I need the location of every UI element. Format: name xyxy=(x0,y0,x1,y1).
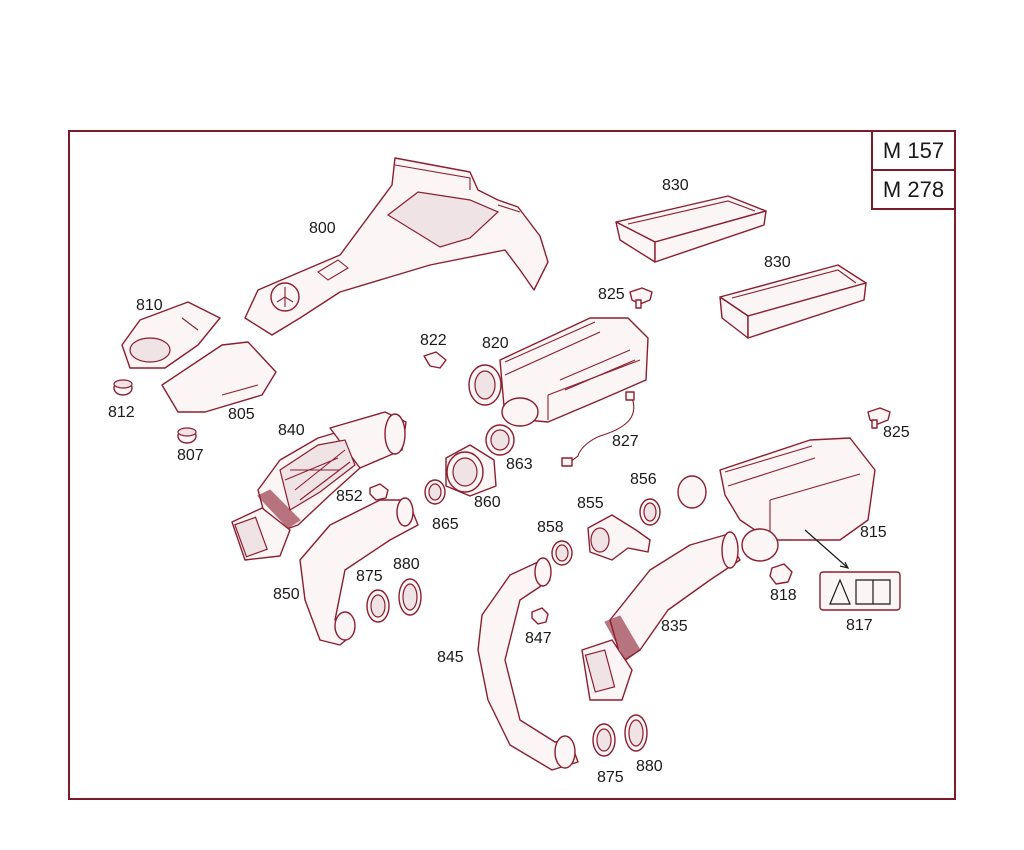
part-label-865[interactable]: 865 xyxy=(432,516,459,533)
ring-880a[interactable] xyxy=(398,578,422,616)
part-label-818[interactable]: 818 xyxy=(770,587,797,604)
sensor-825b[interactable] xyxy=(867,407,891,429)
part-label-855[interactable]: 855 xyxy=(577,495,604,512)
air-filter-830b[interactable] xyxy=(719,264,867,339)
part-label-805[interactable]: 805 xyxy=(228,406,255,423)
diagram-frame xyxy=(68,130,956,800)
clamp-858[interactable] xyxy=(551,540,573,566)
part-label-817[interactable]: 817 xyxy=(846,617,873,634)
ring-875b[interactable] xyxy=(592,723,616,757)
part-label-880a[interactable]: 880 xyxy=(393,556,420,573)
part-810[interactable] xyxy=(121,301,221,369)
part-label-820[interactable]: 820 xyxy=(482,335,509,352)
part-label-822[interactable]: 822 xyxy=(420,332,447,349)
clamp-856[interactable] xyxy=(639,498,661,526)
part-807[interactable] xyxy=(177,427,197,444)
clamp-865[interactable] xyxy=(424,479,446,505)
part-label-800[interactable]: 800 xyxy=(309,220,336,237)
engine-cover-800[interactable] xyxy=(244,157,549,336)
clip-822[interactable] xyxy=(423,351,447,369)
part-818[interactable] xyxy=(769,563,793,585)
hose-845[interactable] xyxy=(477,557,579,771)
part-812[interactable] xyxy=(113,379,133,396)
part-805[interactable] xyxy=(161,341,277,413)
part-label-858[interactable]: 858 xyxy=(537,519,564,536)
part-860[interactable] xyxy=(445,444,497,497)
clamp-863[interactable] xyxy=(485,424,515,456)
part-label-856[interactable]: 856 xyxy=(630,471,657,488)
part-label-860[interactable]: 860 xyxy=(474,494,501,511)
intake-duct-840[interactable] xyxy=(231,411,407,561)
hose-850[interactable] xyxy=(299,497,419,646)
part-label-850[interactable]: 850 xyxy=(273,586,300,603)
intake-duct-835[interactable] xyxy=(581,531,741,701)
sensor-825a[interactable] xyxy=(629,287,653,309)
part-label-830a[interactable]: 830 xyxy=(662,177,689,194)
air-filter-housing-820[interactable] xyxy=(468,317,649,427)
part-label-875a[interactable]: 875 xyxy=(356,568,383,585)
bolt-847[interactable] xyxy=(531,607,549,625)
part-label-830b[interactable]: 830 xyxy=(764,254,791,271)
warning-label-817[interactable] xyxy=(819,571,901,611)
part-label-845[interactable]: 845 xyxy=(437,649,464,666)
bolt-852[interactable] xyxy=(369,483,389,501)
air-filter-830a[interactable] xyxy=(615,195,767,263)
part-label-825a[interactable]: 825 xyxy=(598,286,625,303)
air-filter-housing-815[interactable] xyxy=(677,437,876,569)
part-label-825b[interactable]: 825 xyxy=(883,424,910,441)
part-label-827[interactable]: 827 xyxy=(612,433,639,450)
ring-875a[interactable] xyxy=(366,589,390,623)
part-855[interactable] xyxy=(587,514,651,561)
part-label-863[interactable]: 863 xyxy=(506,456,533,473)
part-label-847[interactable]: 847 xyxy=(525,630,552,647)
cable-827[interactable] xyxy=(561,391,635,467)
part-label-875b[interactable]: 875 xyxy=(597,769,624,786)
part-label-880b[interactable]: 880 xyxy=(636,758,663,775)
part-label-812[interactable]: 812 xyxy=(108,404,135,421)
engine-code-m278[interactable]: M 278 xyxy=(871,169,956,210)
part-label-807[interactable]: 807 xyxy=(177,447,204,464)
ring-880b[interactable] xyxy=(624,714,648,752)
part-label-810[interactable]: 810 xyxy=(136,297,163,314)
part-label-852[interactable]: 852 xyxy=(336,488,363,505)
part-label-840[interactable]: 840 xyxy=(278,422,305,439)
part-label-835[interactable]: 835 xyxy=(661,618,688,635)
part-label-815[interactable]: 815 xyxy=(860,524,887,541)
